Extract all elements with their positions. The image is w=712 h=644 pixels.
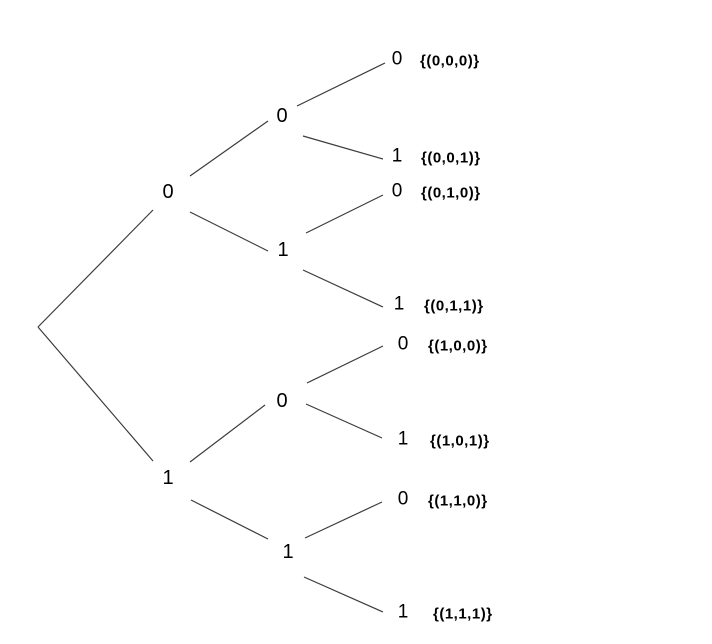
leaf-set-label: {(1,1,1)} xyxy=(433,605,493,623)
tree-edge xyxy=(305,194,384,234)
tree-edge xyxy=(37,326,154,462)
leaf-set-label: {(0,1,0)} xyxy=(421,184,481,202)
leaf-digit: 0 xyxy=(397,488,409,510)
tree-edge xyxy=(189,120,269,177)
branch-node-label-n01: 1 xyxy=(277,239,289,262)
leaf-digit: 1 xyxy=(391,145,403,167)
tree-edge xyxy=(302,269,384,308)
leaf-digit: 0 xyxy=(397,333,409,355)
leaf-digit: 0 xyxy=(391,180,403,202)
branch-node-label-n10: 0 xyxy=(276,390,288,413)
leaf-set-label: {(1,0,1)} xyxy=(430,432,490,450)
tree-edge xyxy=(296,62,386,107)
tree-edge xyxy=(190,499,269,540)
branch-node-label-n11: 1 xyxy=(282,541,294,564)
tree-edge xyxy=(189,404,266,463)
leaf-digit: 1 xyxy=(397,428,409,450)
leaf-digit: 1 xyxy=(393,293,405,315)
tree-edge xyxy=(302,135,384,160)
branch-node-label-n00: 0 xyxy=(276,105,288,128)
tree-edge xyxy=(306,345,384,384)
branch-node-label-n0: 0 xyxy=(162,181,174,204)
tree-edge xyxy=(37,209,154,328)
tree-edge xyxy=(305,403,383,439)
leaf-set-label: {(0,1,1)} xyxy=(424,297,484,315)
tree-edge xyxy=(304,501,383,539)
leaf-set-label: {(1,0,0)} xyxy=(428,337,488,355)
leaf-set-label: {(1,1,0)} xyxy=(428,492,488,510)
tree-edge xyxy=(189,211,269,252)
leaf-digit: 0 xyxy=(391,48,403,70)
leaf-set-label: {(0,0,1)} xyxy=(421,149,481,167)
tree-edge xyxy=(303,576,384,613)
leaf-set-label: {(0,0,0)} xyxy=(420,52,480,70)
branch-node-label-n1: 1 xyxy=(162,467,174,490)
leaf-digit: 1 xyxy=(397,601,409,623)
